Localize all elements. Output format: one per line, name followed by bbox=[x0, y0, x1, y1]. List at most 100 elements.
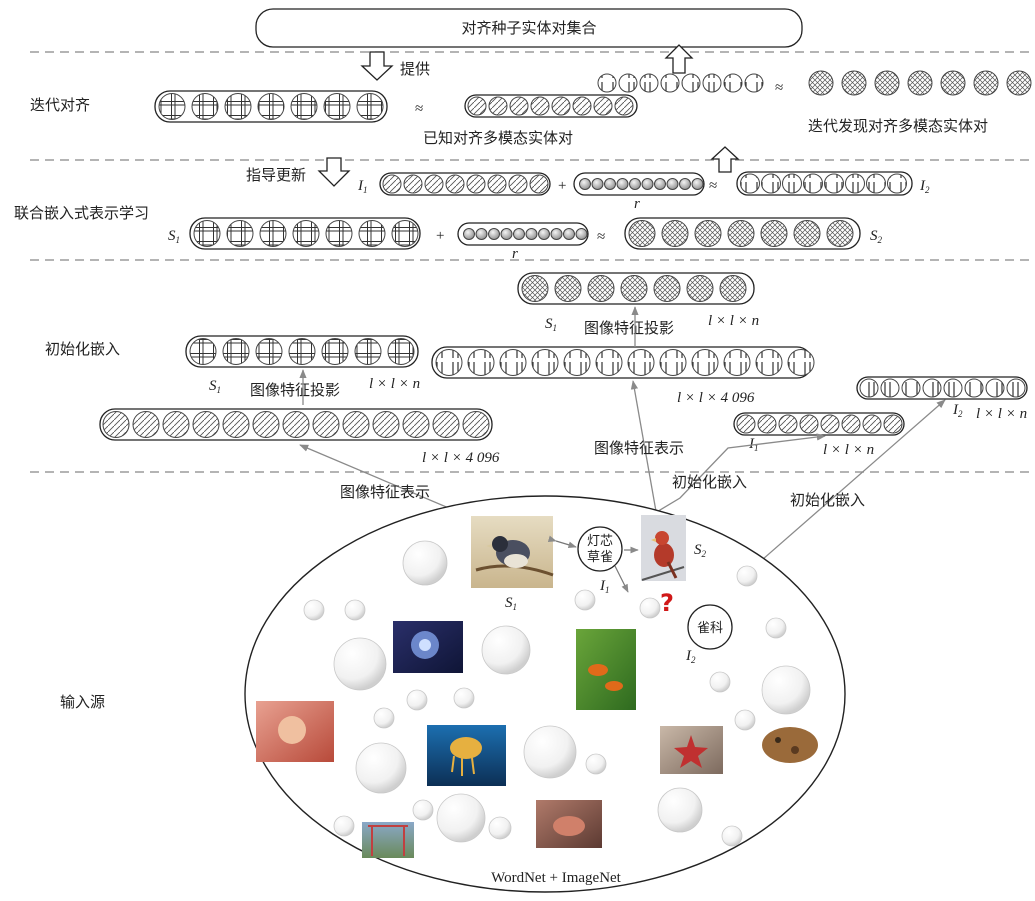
diag-cell bbox=[382, 174, 402, 194]
seed-hash-vector bbox=[154, 90, 388, 123]
vertical-cell bbox=[880, 378, 900, 398]
hash-cell bbox=[191, 93, 219, 120]
bubble bbox=[412, 799, 434, 821]
joint-relation-dot-vector-2 bbox=[457, 222, 589, 246]
input-S1-feature-label: 图像特征表示 bbox=[340, 483, 430, 501]
hash-cell bbox=[193, 220, 221, 247]
init-I1-dim-label: l × l × n bbox=[823, 442, 874, 458]
bubble bbox=[373, 707, 395, 729]
relation-dot bbox=[563, 228, 575, 240]
hash-cell bbox=[323, 93, 351, 120]
relation-dot bbox=[604, 178, 616, 190]
joint-plus-1: + bbox=[558, 178, 566, 194]
bubble bbox=[488, 816, 512, 840]
question-mark-icon: ? bbox=[660, 589, 674, 617]
seed-diag-vector bbox=[464, 94, 638, 118]
diag-cell bbox=[372, 411, 400, 438]
bird-S1-photo bbox=[471, 516, 554, 588]
diag-cell bbox=[445, 174, 465, 194]
cross-cell bbox=[940, 70, 966, 96]
vertical-cell bbox=[866, 173, 886, 194]
bubble bbox=[303, 599, 325, 621]
flatfish-photo bbox=[762, 727, 818, 763]
vertical-cell bbox=[659, 349, 687, 376]
relation-dot bbox=[654, 178, 666, 190]
init-S2-4096-vertical-vector bbox=[431, 346, 815, 379]
init-I2-dim-label: l × l × n bbox=[976, 406, 1027, 422]
relation-dot bbox=[575, 228, 588, 240]
swing-photo bbox=[362, 822, 414, 858]
clownfish-photo bbox=[576, 629, 636, 710]
vertical-cell bbox=[660, 73, 680, 93]
approx-sign-1: ≈ bbox=[415, 101, 423, 117]
diag-cell bbox=[530, 96, 550, 116]
hash-cell bbox=[292, 220, 320, 247]
cross-cell bbox=[1006, 70, 1032, 96]
joint-S2-label: S2 bbox=[870, 228, 883, 245]
init-S1-label: S1 bbox=[209, 378, 221, 395]
init-S2-proj-label: 图像特征投影 bbox=[584, 319, 674, 337]
discovered-vertical-vector bbox=[597, 73, 764, 93]
vertical-cell bbox=[681, 73, 701, 93]
diag-cell bbox=[862, 414, 882, 434]
joint-plus-2: + bbox=[436, 228, 444, 244]
bubble bbox=[333, 637, 387, 691]
cross-cell bbox=[826, 220, 854, 247]
diag-cell bbox=[736, 414, 756, 434]
diag-cell bbox=[466, 174, 486, 194]
provide-arrow-icon bbox=[360, 51, 394, 81]
vertical-cell bbox=[761, 173, 781, 194]
bubble bbox=[436, 793, 486, 843]
diag-cell bbox=[222, 411, 250, 438]
vertical-cell bbox=[618, 73, 638, 93]
cross-cell bbox=[694, 220, 722, 247]
vertical-cell bbox=[740, 173, 760, 194]
init-S1-dim-label: l × l × n bbox=[369, 376, 420, 392]
diag-cell bbox=[102, 411, 130, 438]
relation-dot bbox=[641, 178, 654, 190]
discovered-cross-vector bbox=[808, 70, 1032, 96]
input-source-ellipse bbox=[244, 495, 846, 893]
hash-cell bbox=[391, 220, 419, 247]
cross-cell bbox=[727, 220, 755, 247]
cross-cell bbox=[661, 220, 689, 247]
diag-cell bbox=[529, 174, 549, 194]
vertical-cell bbox=[1006, 378, 1026, 398]
hash-cell bbox=[387, 338, 415, 365]
cross-cell bbox=[521, 275, 549, 302]
diag-cell bbox=[841, 414, 861, 434]
cross-cell bbox=[587, 275, 615, 302]
joint-I2-label: I2 bbox=[919, 178, 930, 195]
vertical-cell bbox=[901, 378, 921, 398]
bubble bbox=[355, 742, 407, 794]
cross-cell bbox=[973, 70, 999, 96]
joint-approx-2: ≈ bbox=[597, 229, 605, 245]
vertical-cell bbox=[824, 173, 844, 194]
diag-cell bbox=[252, 411, 280, 438]
vertical-cell bbox=[639, 73, 659, 93]
sea-anemone-red-photo bbox=[256, 701, 334, 762]
diag-cell bbox=[487, 174, 507, 194]
cross-cell bbox=[793, 220, 821, 247]
vertical-cell bbox=[723, 349, 751, 376]
vertical-cell bbox=[887, 173, 907, 194]
input-I2-init-label: 初始化嵌入 bbox=[790, 491, 865, 509]
hash-cell bbox=[222, 338, 250, 365]
diag-cell bbox=[883, 414, 903, 434]
bubble bbox=[761, 665, 811, 715]
relation-dot bbox=[591, 178, 604, 190]
init-S1-4096-label: l × l × 4 096 bbox=[422, 450, 500, 466]
cross-cell bbox=[653, 275, 681, 302]
init-I1-label: I1 bbox=[748, 436, 759, 453]
diag-cell bbox=[162, 411, 190, 438]
diag-cell bbox=[402, 411, 430, 438]
node-I2-text: 雀科 bbox=[697, 621, 723, 636]
hash-cell bbox=[356, 93, 384, 120]
vertical-cell bbox=[943, 378, 963, 398]
bubble bbox=[585, 753, 607, 775]
bubble bbox=[765, 617, 787, 639]
node-I1-text-line2: 草雀 bbox=[587, 550, 613, 565]
node-I1-text-line1: 灯芯 bbox=[587, 534, 613, 549]
vertical-cell bbox=[435, 349, 463, 376]
